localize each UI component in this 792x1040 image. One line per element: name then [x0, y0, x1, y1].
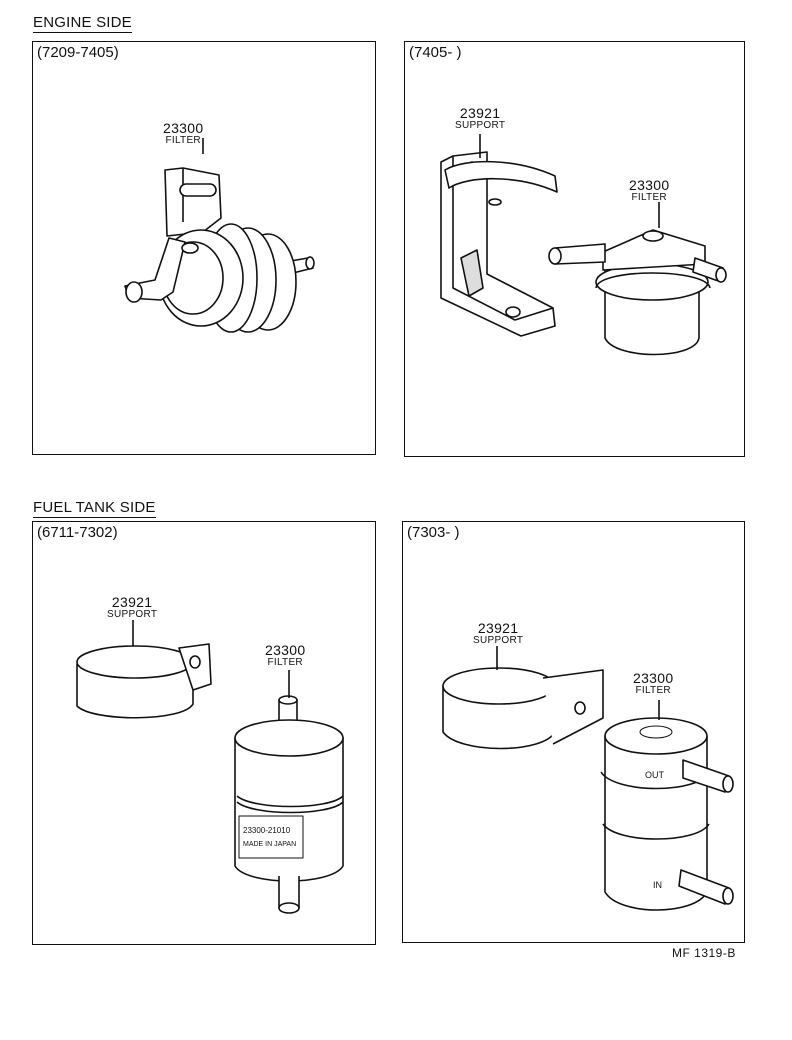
panel-fuel-tank-filter-7303-on: (7303- ) OUT IN 23921 SUP: [402, 521, 745, 943]
support-part-number: 23921: [477, 620, 519, 636]
filter-part-name: FILTER: [631, 192, 667, 203]
filter-part-name: FILTER: [635, 685, 671, 696]
filter-part-number: 23300: [163, 120, 204, 136]
support-part-name: SUPPORT: [455, 120, 506, 131]
out-port-label: OUT: [645, 770, 665, 780]
fuel-tank-side-heading: FUEL TANK SIDE: [33, 499, 156, 518]
filter-body-code: 23300-21010: [243, 826, 291, 835]
in-port-label: IN: [653, 880, 662, 890]
filter-part-name: FILTER: [267, 657, 303, 668]
clamp-and-canister-filter-illustration: OUT IN: [442, 646, 734, 911]
support-part-name: SUPPORT: [473, 635, 524, 646]
support-part-name: SUPPORT: [107, 609, 158, 620]
filter-part-number: 23300: [629, 177, 670, 193]
support-part-label: 23921 SUPPORT: [107, 595, 157, 620]
panel-range-label: (7405- ): [409, 44, 462, 61]
filter-part-label: 23300 FILTER: [629, 178, 669, 203]
support-and-filter-illustration: [440, 134, 727, 356]
filter-part-label: 23300 FILTER: [633, 671, 673, 696]
fuel-filter-engine-early-illustration: [124, 138, 315, 333]
support-part-label: 23921 SUPPORT: [455, 106, 505, 131]
panel-range-label: (7303- ): [407, 524, 460, 541]
filter-part-label: 23300 FILTER: [163, 121, 203, 146]
panel-engine-filter-7405-on: (7405- ) 23921: [404, 41, 745, 457]
panel-engine-filter-7209-7405: (7209-7405) 23300 FILTER: [32, 41, 376, 455]
panel-fuel-tank-filter-6711-7302: (6711-7302) 23300-21010 MADE IN JAPAN 23…: [32, 521, 376, 945]
filter-part-label: 23300 FILTER: [265, 643, 305, 668]
clamp-and-inline-filter-illustration: 23300-21010 MADE IN JAPAN: [76, 620, 344, 914]
filter-part-name: FILTER: [165, 135, 201, 146]
filter-part-number: 23300: [633, 670, 674, 686]
support-part-label: 23921 SUPPORT: [473, 621, 523, 646]
panel-range-label: (6711-7302): [37, 524, 118, 541]
filter-body-origin: MADE IN JAPAN: [243, 841, 296, 848]
support-part-number: 23921: [111, 594, 153, 610]
filter-part-number: 23300: [265, 642, 306, 658]
figure-reference: MF 1319-B: [672, 946, 736, 960]
panel-range-label: (7209-7405): [37, 44, 119, 61]
engine-side-heading: ENGINE SIDE: [33, 14, 132, 33]
support-part-number: 23921: [459, 105, 501, 121]
